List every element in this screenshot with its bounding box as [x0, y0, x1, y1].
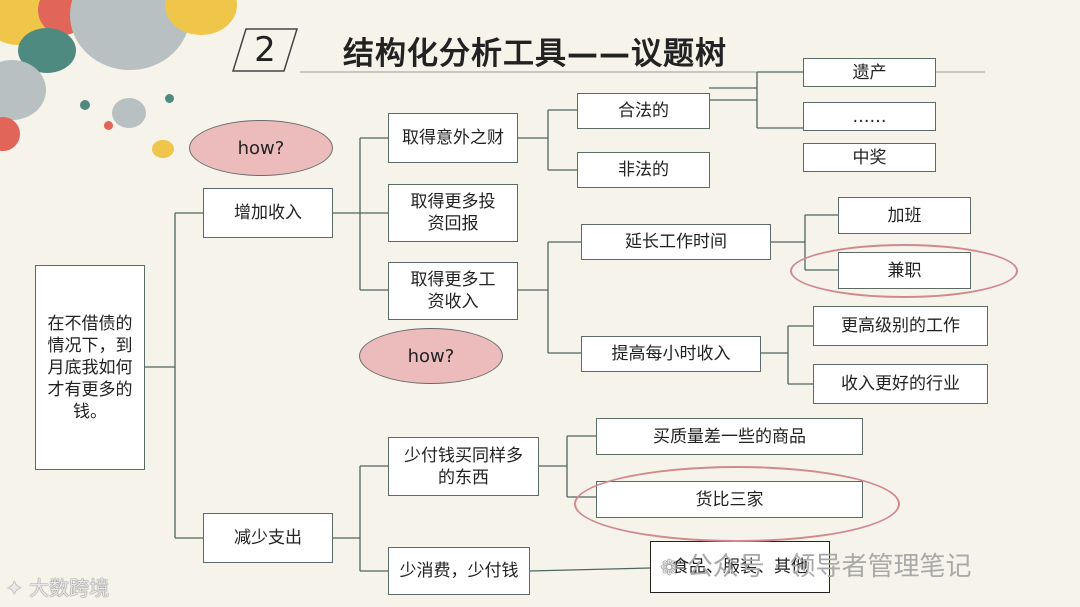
- title-number-frame: [232, 28, 298, 72]
- node-illegal: 非法的: [577, 152, 710, 188]
- node-windfall: 取得意外之财: [388, 113, 518, 163]
- highlight-ring-part-time: [790, 244, 1018, 298]
- how-bubble: how?: [359, 328, 503, 384]
- node-food-clothes: 食品、服装、其他: [650, 541, 830, 593]
- node-investment-return: 取得更多投资回报: [388, 184, 518, 242]
- weibo-icon: ✦: [6, 576, 23, 600]
- decor-dot: [165, 94, 174, 103]
- node-higher-job: 更高级别的工作: [813, 306, 988, 346]
- decor-dot: [0, 117, 20, 151]
- node-lottery: 中奖: [803, 143, 936, 172]
- node-lower-quality: 买质量差一些的商品: [596, 418, 863, 455]
- node-consume-less: 少消费，少付钱: [388, 547, 530, 595]
- how-bubble: how?: [189, 120, 333, 176]
- node-inheritance: 遗产: [803, 58, 936, 87]
- highlight-ring-compare-shops: [574, 466, 900, 542]
- watermark-right: ❁ 公众号 · 领导者管理笔记: [660, 552, 972, 582]
- node-legal: 合法的: [577, 93, 710, 129]
- node-overtime: 加班: [838, 197, 971, 234]
- node-salary-income: 取得更多工资收入: [388, 262, 518, 320]
- watermark-left: ✦ 大数跨境: [6, 576, 110, 600]
- decor-dot: [80, 100, 90, 110]
- wechat-icon: ❁: [660, 556, 679, 581]
- decor-dot: [104, 121, 113, 130]
- node-increase-income: 增加收入: [203, 188, 333, 238]
- node-raise-hourly: 提高每小时收入: [581, 336, 761, 372]
- node-ellipsis: ……: [803, 102, 936, 131]
- node-reduce-spending: 减少支出: [203, 513, 333, 563]
- node-extend-hours: 延长工作时间: [581, 224, 771, 260]
- node-pay-less-same: 少付钱买同样多的东西: [388, 437, 539, 496]
- decor-dot: [112, 98, 146, 128]
- page-title: 结构化分析工具——议题树: [343, 36, 727, 72]
- decor-dot: [152, 140, 174, 158]
- root-question: 在不借债的情况下，到月底我如何才有更多的钱。: [35, 265, 145, 470]
- node-better-industry: 收入更好的行业: [813, 364, 988, 404]
- title-number: 2: [254, 30, 276, 70]
